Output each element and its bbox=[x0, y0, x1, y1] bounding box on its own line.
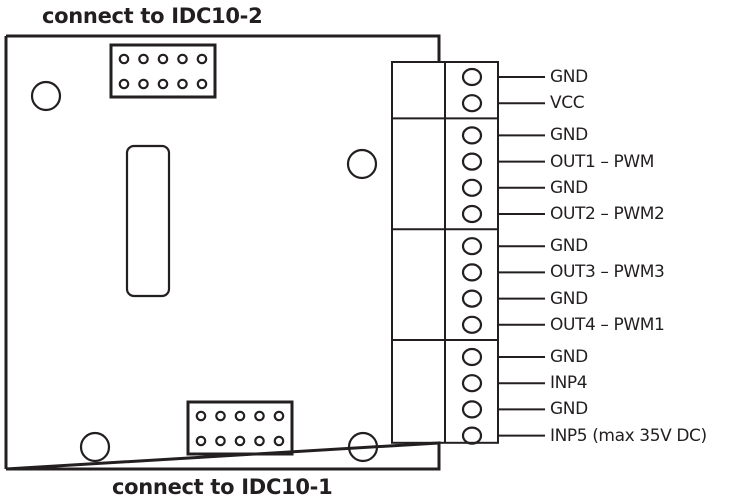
component-slot bbox=[125, 144, 171, 298]
idc-pin bbox=[234, 435, 246, 447]
idc-pin bbox=[234, 410, 246, 422]
pin-label: INP5 (max 35V DC) bbox=[550, 425, 707, 446]
idc-pin bbox=[177, 53, 188, 65]
bottom-connector-label: connect to IDC10-1 bbox=[112, 475, 333, 499]
pin-label: GND bbox=[550, 236, 588, 257]
terminal-screw bbox=[461, 426, 483, 445]
idc-pin bbox=[196, 78, 208, 90]
idc-pin bbox=[254, 435, 265, 447]
pin-label: GND bbox=[550, 125, 588, 146]
terminal-screw bbox=[461, 178, 483, 197]
terminal-screw bbox=[461, 400, 483, 419]
pin-label: OUT1 – PWM bbox=[550, 151, 655, 172]
terminal-screw bbox=[461, 289, 483, 308]
idc-header-top bbox=[109, 43, 217, 99]
idc-pin bbox=[138, 53, 149, 65]
terminal-screw bbox=[461, 204, 483, 224]
idc-pin bbox=[157, 53, 169, 65]
idc-pin bbox=[196, 53, 208, 65]
pcb-outline bbox=[5, 34, 441, 471]
mounting-hole-bottom-right bbox=[347, 431, 379, 463]
pin-label: OUT2 – PWM2 bbox=[550, 204, 665, 224]
idc-header-bottom bbox=[186, 400, 294, 456]
idc-pin bbox=[157, 78, 169, 90]
idc-pin bbox=[215, 410, 226, 422]
idc-pin bbox=[138, 78, 149, 90]
terminal-screw bbox=[461, 347, 483, 367]
pin-label: GND bbox=[550, 399, 588, 420]
terminal-screw bbox=[461, 237, 483, 256]
terminal-screw bbox=[461, 126, 483, 145]
pin-label: VCC bbox=[550, 93, 585, 114]
idc-header-frame bbox=[186, 400, 294, 456]
terminal-screw bbox=[461, 374, 483, 393]
idc-pin bbox=[195, 410, 207, 422]
pin-label: GND bbox=[550, 177, 588, 198]
idc-pin bbox=[273, 435, 285, 447]
pin-label: INP4 bbox=[550, 373, 588, 394]
idc-pin bbox=[118, 78, 130, 90]
idc-pin bbox=[215, 435, 226, 447]
idc-pin bbox=[177, 78, 188, 90]
pin-label: GND bbox=[550, 347, 588, 367]
mounting-hole-right bbox=[346, 148, 378, 180]
idc-pin bbox=[273, 410, 285, 422]
terminal-screw bbox=[461, 152, 483, 171]
idc-pin bbox=[195, 435, 207, 447]
pin-label: GND bbox=[550, 67, 588, 87]
idc-pin bbox=[118, 53, 130, 65]
terminal-block bbox=[391, 61, 545, 445]
terminal-screw bbox=[461, 263, 483, 282]
pin-label: OUT4 – PWM1 bbox=[550, 314, 665, 335]
pin-label: GND bbox=[550, 288, 588, 309]
idc-pin bbox=[254, 410, 265, 422]
mounting-hole-bottom-left bbox=[79, 431, 111, 463]
mounting-hole-top-left bbox=[30, 80, 62, 112]
pin-label: OUT3 – PWM3 bbox=[550, 262, 665, 283]
terminal-screw bbox=[461, 67, 483, 87]
terminal-screw bbox=[461, 94, 483, 113]
terminal-screw bbox=[461, 315, 483, 334]
idc-header-frame bbox=[109, 43, 217, 99]
top-connector-label: connect to IDC10-2 bbox=[42, 4, 263, 28]
